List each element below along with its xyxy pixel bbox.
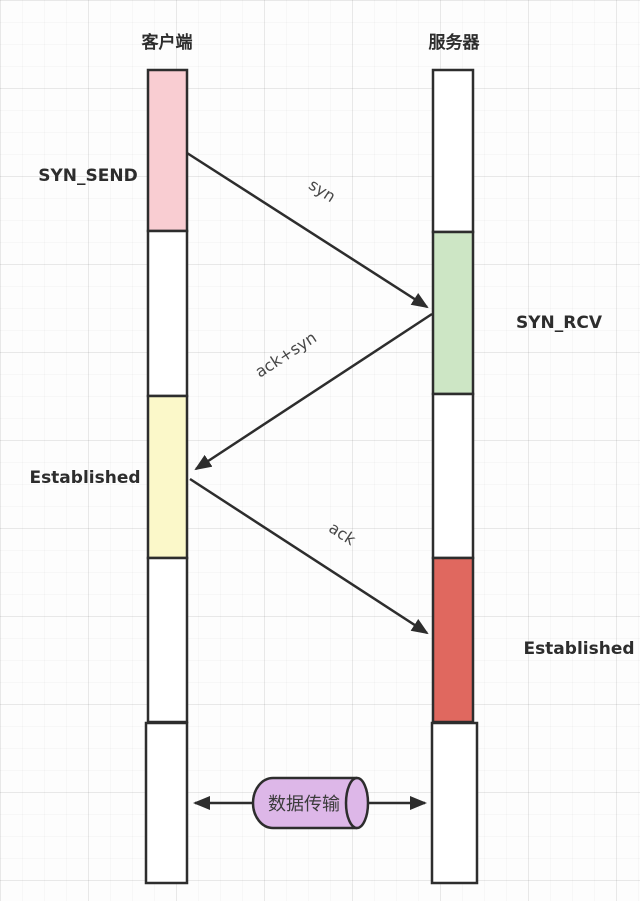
client-segment-established bbox=[146, 394, 189, 560]
client-state-established: Established bbox=[29, 468, 140, 488]
server-lifeline bbox=[430, 68, 479, 885]
ack-syn-arrow bbox=[194, 312, 433, 471]
cylinder-cap bbox=[344, 776, 370, 830]
server-segment-listen bbox=[431, 68, 475, 234]
client-segment-data-transfer bbox=[144, 721, 189, 885]
client-lifeline bbox=[144, 68, 189, 885]
syn-arrow bbox=[186, 151, 429, 309]
data-transfer-label: 数据传输 bbox=[268, 794, 340, 815]
server-title: 服务器 bbox=[429, 32, 481, 53]
server-segment-wait bbox=[431, 392, 475, 560]
client-state-syn-send: SYN_SEND bbox=[38, 166, 137, 186]
client-segment-wait bbox=[146, 229, 189, 398]
syn-label: syn bbox=[305, 175, 339, 206]
server-segment-established bbox=[431, 556, 475, 724]
client-segment-syn-send bbox=[146, 68, 189, 233]
server-segment-data-transfer bbox=[430, 721, 479, 885]
data-transfer-cylinder: 数据传输 bbox=[251, 776, 370, 830]
client-segment-after-established bbox=[146, 556, 189, 724]
ack-syn-label: ack+syn bbox=[252, 328, 320, 382]
server-segment-syn-rcv bbox=[431, 230, 475, 396]
cylinder-body bbox=[251, 776, 357, 830]
server-state-established: Established bbox=[523, 639, 634, 659]
ack-label: ack bbox=[325, 518, 359, 550]
client-title: 客户端 bbox=[141, 32, 193, 53]
ack-arrow bbox=[189, 477, 429, 635]
server-state-syn-rcv: SYN_RCV bbox=[516, 313, 603, 333]
